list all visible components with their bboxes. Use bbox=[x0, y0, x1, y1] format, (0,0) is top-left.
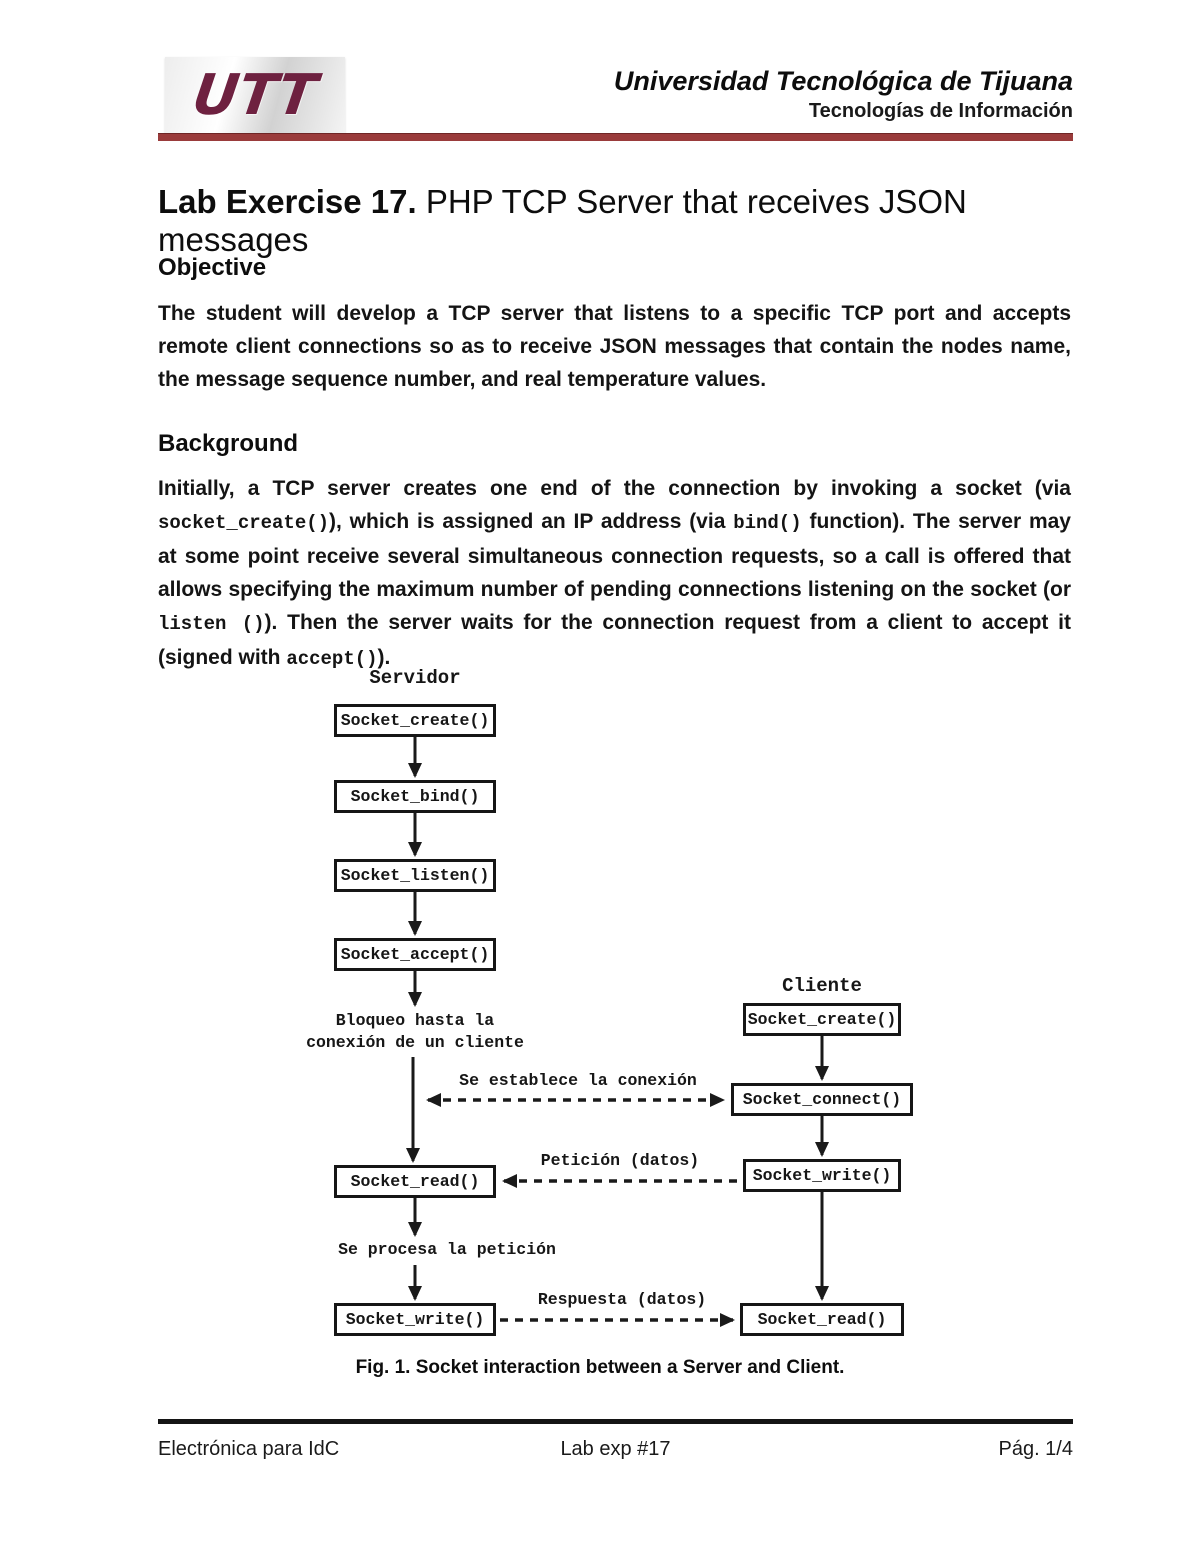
header-rule bbox=[158, 133, 1073, 141]
note-request-data: Petición (datos) bbox=[540, 1151, 700, 1170]
note-process-request: Se procesa la petición bbox=[338, 1240, 556, 1259]
figure-socket-diagram: Servidor Cliente Socket_create() Socket_… bbox=[0, 665, 1200, 1357]
note-blocking-line1: Bloqueo hasta la bbox=[335, 1011, 495, 1030]
figure-caption: Fig. 1. Socket interaction between a Ser… bbox=[355, 1357, 845, 1378]
diagram-arrows bbox=[406, 737, 829, 1327]
inline-code: accept() bbox=[286, 648, 378, 670]
server-column-label: Servidor bbox=[369, 667, 461, 689]
text-run: function). The server may at some point … bbox=[158, 510, 1071, 601]
inline-code: bind() bbox=[733, 512, 802, 534]
server-box-socket-bind: Socket_bind() bbox=[334, 780, 496, 813]
page-title-text: PHP TCP Server that receives JSON messag… bbox=[158, 183, 967, 258]
department-name: Tecnologías de Información bbox=[808, 100, 1073, 122]
client-box-socket-read: Socket_read() bbox=[740, 1303, 904, 1336]
utt-logo-text: UTT bbox=[188, 63, 322, 128]
footer-rule bbox=[158, 1419, 1073, 1424]
client-box-socket-write: Socket_write() bbox=[743, 1159, 901, 1192]
background-heading: Background bbox=[158, 430, 299, 457]
text-run: ). bbox=[377, 646, 391, 669]
inline-code: listen () bbox=[158, 613, 265, 635]
objective-paragraph: The student will develop a TCP server th… bbox=[158, 302, 1071, 391]
footer-course: Electrónica para IdC bbox=[158, 1438, 340, 1460]
server-box-socket-write: Socket_write() bbox=[334, 1303, 496, 1336]
text-run: ), which is assigned an IP address (via bbox=[329, 510, 734, 533]
server-box-socket-read: Socket_read() bbox=[334, 1165, 496, 1198]
note-blocking-line2: conexión de un cliente bbox=[306, 1033, 524, 1052]
university-name: Universidad Tecnológica de Tijuana bbox=[613, 66, 1073, 96]
note-connection-established: Se establece la conexión bbox=[459, 1071, 697, 1090]
page-title: Lab Exercise 17. PHP TCP Server that rec… bbox=[158, 183, 1088, 259]
inline-code: socket_create() bbox=[158, 512, 330, 534]
server-box-socket-create: Socket_create() bbox=[334, 704, 496, 737]
background-paragraph: Initially, a TCP server creates one end … bbox=[158, 472, 1071, 676]
page-title-number: Lab Exercise 17. bbox=[158, 183, 417, 220]
text-run: Initially, a TCP server creates one end … bbox=[158, 477, 1071, 500]
client-box-socket-create: Socket_create() bbox=[743, 1003, 901, 1036]
client-column-label: Cliente bbox=[782, 975, 862, 997]
note-response-data: Respuesta (datos) bbox=[537, 1290, 707, 1309]
server-box-socket-accept: Socket_accept() bbox=[334, 938, 496, 971]
client-box-socket-connect: Socket_connect() bbox=[731, 1083, 913, 1116]
objective-heading: Objective bbox=[158, 254, 267, 281]
footer-lab-number: Lab exp #17 bbox=[560, 1438, 671, 1460]
footer-page-number: Pág. 1/4 bbox=[998, 1438, 1073, 1460]
utt-logo: UTT bbox=[165, 57, 345, 135]
server-box-socket-listen: Socket_listen() bbox=[334, 859, 496, 892]
text-run: ). Then the server waits for the connect… bbox=[158, 611, 1071, 669]
